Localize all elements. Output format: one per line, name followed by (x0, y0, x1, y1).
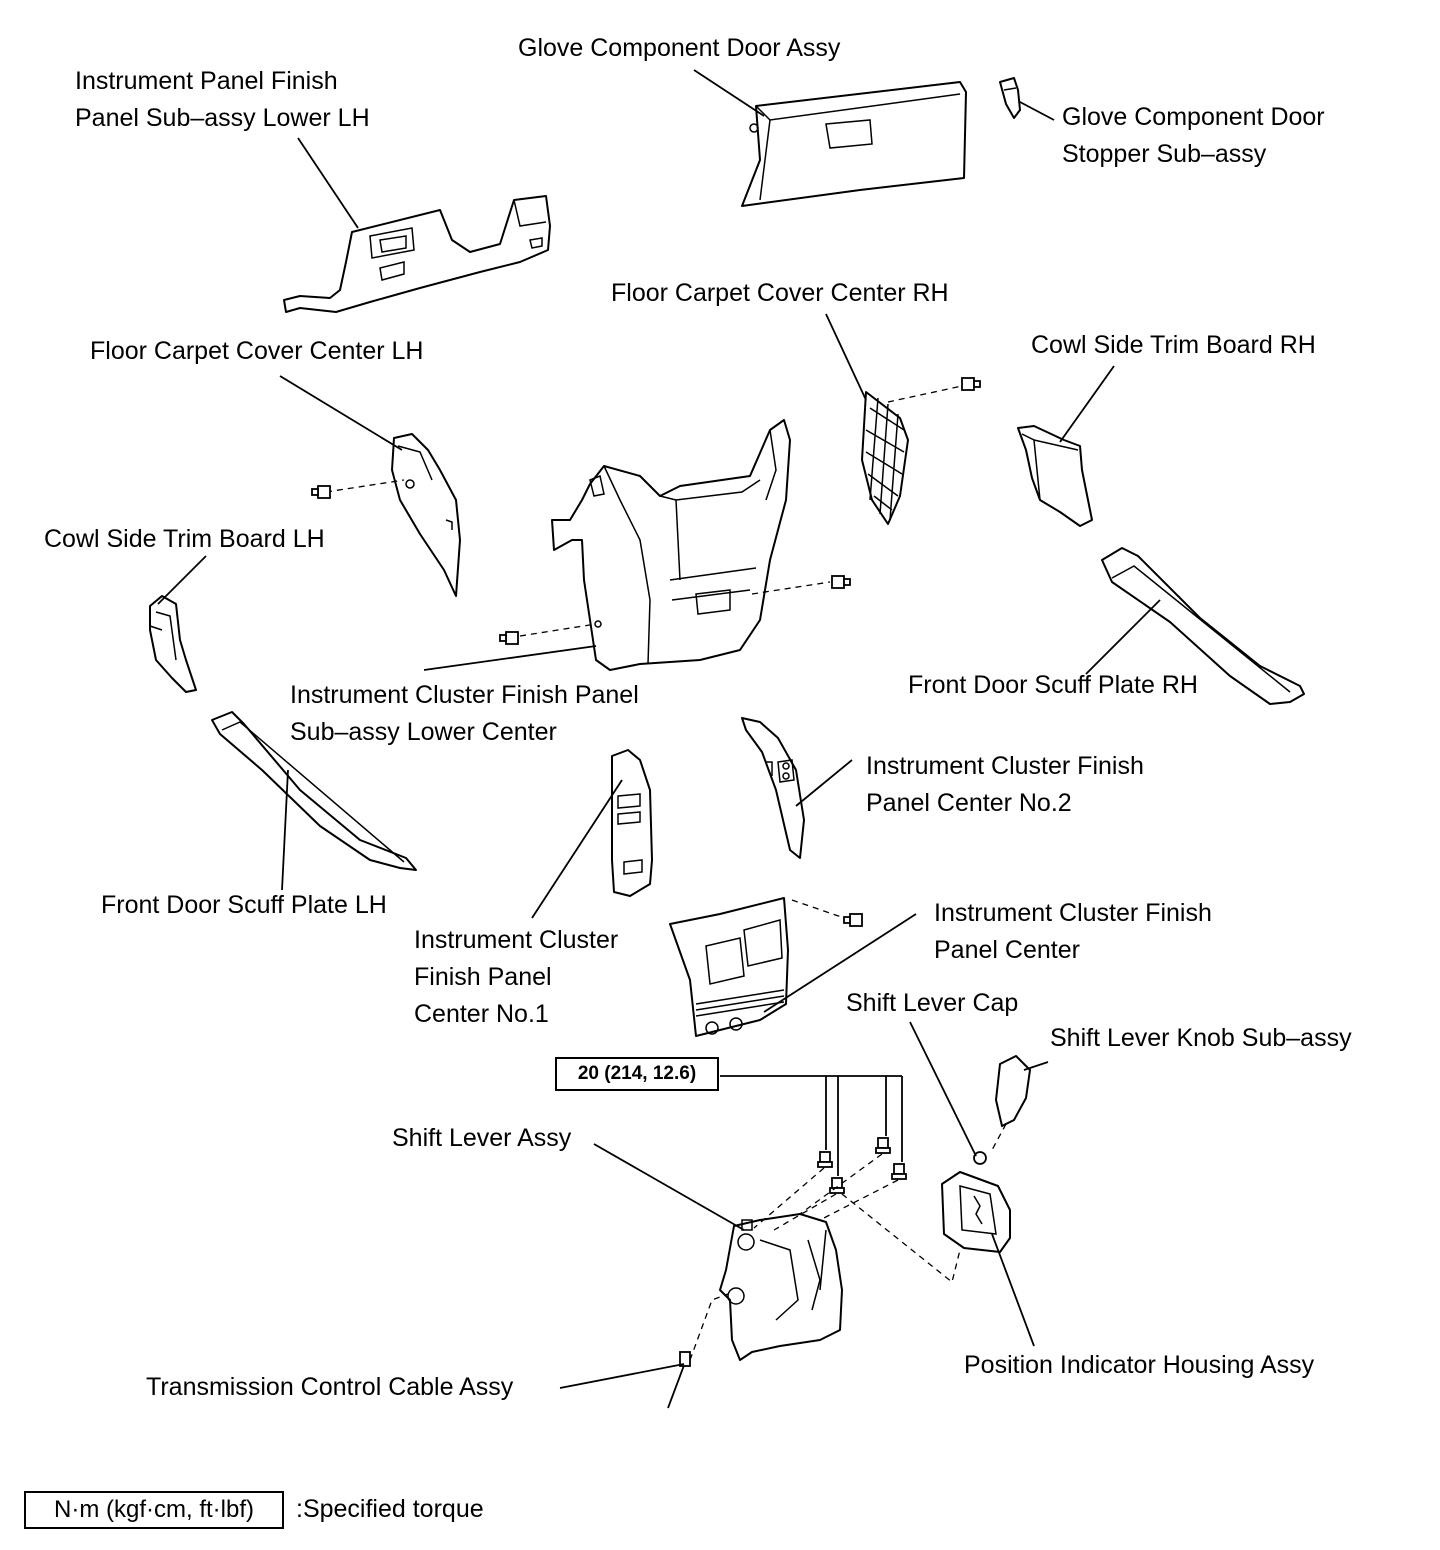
carpet-lh-part (391, 433, 461, 597)
leader-cowl-lh (157, 555, 207, 605)
carpet-rh-screw-dash (887, 385, 963, 403)
scuff-rh-part (1101, 547, 1305, 705)
label-cluster-center-no2: Instrument Cluster Finish Panel Center N… (866, 752, 1144, 817)
leader-cluster-no2 (795, 759, 853, 807)
label-ip-finish-lower-lh: Instrument Panel Finish Panel Sub–assy L… (75, 67, 370, 132)
cluster-center-screw-dash (791, 899, 851, 921)
leader-cluster-lower (423, 645, 597, 671)
trans-cable-part (667, 1351, 691, 1409)
leader-shift-knob (1023, 1061, 1049, 1071)
label-shift-cap: Shift Lever Cap (846, 989, 1019, 1017)
cluster-lower-right-screw-dash (751, 581, 831, 595)
leader-shift-cap (909, 1021, 977, 1157)
cluster-center-no1-part (611, 749, 653, 897)
ip-finish-lower-lh-part (283, 195, 551, 313)
cowl-lh-part (149, 595, 197, 693)
leader-cowl-rh (1059, 365, 1115, 443)
cluster-center-screw (843, 913, 863, 927)
torque-bolt-4 (891, 1163, 907, 1180)
cowl-rh-part (1017, 425, 1093, 527)
shift-cap-part (973, 1151, 987, 1165)
legend-unit-box: N·m (kgf·cm, ft·lbf) (24, 1491, 284, 1529)
label-cowl-lh: Cowl Side Trim Board LH (44, 525, 325, 553)
leader-scuff-rh (1085, 599, 1161, 675)
label-cluster-center-no1: Instrument Cluster Finish Panel Center N… (414, 926, 619, 1028)
leader-shift-lever (593, 1143, 745, 1231)
cluster-lower-right-screw (831, 575, 851, 589)
position-housing-part (941, 1171, 1011, 1253)
carpet-rh-screw (961, 377, 981, 391)
glove-stopper-part (999, 77, 1021, 119)
leader-trans-cable (559, 1363, 685, 1389)
cluster-lower-center-part (551, 419, 791, 671)
label-shift-knob: Shift Lever Knob Sub–assy (1050, 1024, 1352, 1052)
label-position-housing: Position Indicator Housing Assy (964, 1351, 1315, 1379)
shift-knob-dash (991, 1123, 1007, 1151)
shift-lever-part (719, 1213, 843, 1361)
legend-text: :Specified torque (296, 1495, 484, 1523)
label-glove-door: Glove Component Door Assy (518, 34, 841, 62)
label-cowl-rh: Cowl Side Trim Board RH (1031, 331, 1316, 359)
leader-scuff-lh (281, 769, 289, 891)
trans-cable-dash (689, 1293, 729, 1361)
shift-bolt-dash-lines (753, 1153, 961, 1284)
torque-bolt-3 (875, 1137, 891, 1154)
cluster-center-part (669, 897, 789, 1037)
label-trans-cable: Transmission Control Cable Assy (146, 1373, 514, 1401)
torque-bolt-1 (817, 1151, 833, 1168)
scuff-lh-part (211, 711, 417, 871)
glove-door-part (741, 81, 967, 207)
label-shift-lever: Shift Lever Assy (392, 1124, 572, 1152)
carpet-lh-screw (311, 485, 331, 499)
torque-leader-lines (720, 1075, 903, 1176)
shift-knob-part (995, 1055, 1031, 1127)
leader-ip-lower-lh (297, 137, 359, 229)
leader-carpet-lh (279, 375, 403, 451)
label-scuff-rh: Front Door Scuff Plate RH (908, 671, 1198, 699)
label-glove-stopper: Glove Component Door Stopper Sub–assy (1062, 103, 1325, 168)
carpet-lh-screw-dash (325, 479, 405, 493)
torque-bolt-2 (829, 1177, 845, 1194)
leader-cluster-center (763, 913, 917, 1013)
label-cluster-center: Instrument Cluster Finish Panel Center (934, 899, 1212, 964)
leader-carpet-rh (825, 313, 867, 401)
leader-position-housing (991, 1233, 1035, 1347)
label-carpet-rh: Floor Carpet Cover Center RH (611, 279, 949, 307)
carpet-rh-part (861, 391, 909, 525)
label-carpet-lh: Floor Carpet Cover Center LH (90, 337, 424, 365)
torque-spec-box: 20 (214, 12.6) (555, 1057, 719, 1091)
cluster-center-no2-part (741, 717, 805, 859)
label-scuff-lh: Front Door Scuff Plate LH (101, 891, 387, 919)
leader-glove-stopper (1019, 101, 1055, 121)
leader-cluster-no1 (531, 779, 623, 919)
leader-glove-door (693, 69, 765, 117)
cluster-lower-left-screw (499, 631, 519, 645)
label-cluster-lower-center: Instrument Cluster Finish Panel Sub–assy… (290, 681, 639, 746)
cluster-lower-left-screw-dash (519, 623, 597, 637)
